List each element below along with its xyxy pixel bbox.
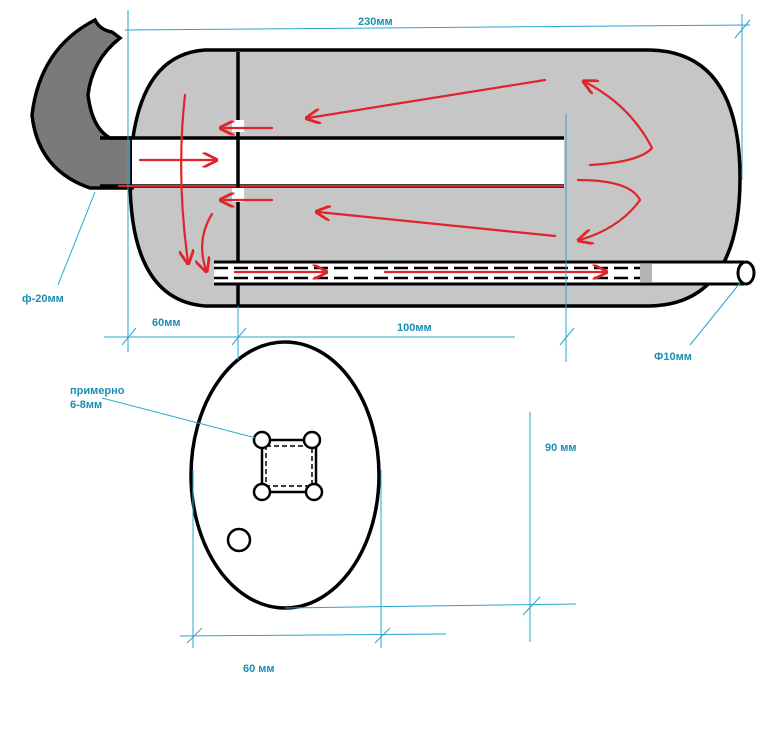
mounting-hole xyxy=(252,430,272,450)
hole-note-line2: 6-8мм xyxy=(70,399,102,411)
end-width-label: 60 мм xyxy=(243,663,275,675)
hole-note-line1: примерно xyxy=(70,385,125,397)
inlet-offset-label: 60мм xyxy=(152,317,181,329)
mounting-hole xyxy=(252,482,272,502)
inlet-tube xyxy=(132,139,564,186)
muffler-end-view xyxy=(189,340,381,610)
mounting-hole xyxy=(304,482,324,502)
inlet-hole xyxy=(226,527,252,553)
dimension-lines xyxy=(57,10,751,648)
flow-arrows xyxy=(138,78,654,272)
inlet-bent-pipe xyxy=(30,17,134,190)
outlet-pipe-end xyxy=(736,260,756,286)
inner-tube-length-label: 100мм xyxy=(397,322,432,334)
total-length-label: 230мм xyxy=(358,16,393,28)
outlet-diameter-label: Ф10мм xyxy=(654,351,692,363)
inlet-diameter-label: ф-20мм xyxy=(22,293,64,305)
muffler-side-view xyxy=(30,17,756,308)
mounting-hole xyxy=(302,430,322,450)
end-cap-outline xyxy=(189,340,381,610)
end-height-label: 90 мм xyxy=(545,442,577,454)
